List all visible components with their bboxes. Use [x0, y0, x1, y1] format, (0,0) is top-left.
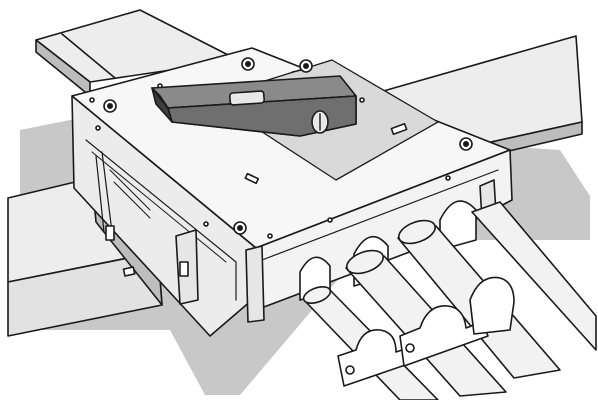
box-left-wall: [71, 95, 257, 337]
spirit-level: [151, 75, 357, 137]
pipe-clamp-2: [399, 305, 489, 367]
pipe-4: [471, 201, 597, 351]
pipe-clamp-3: [469, 276, 515, 335]
level-vial: [229, 90, 265, 106]
screw-holes: [89, 57, 473, 239]
